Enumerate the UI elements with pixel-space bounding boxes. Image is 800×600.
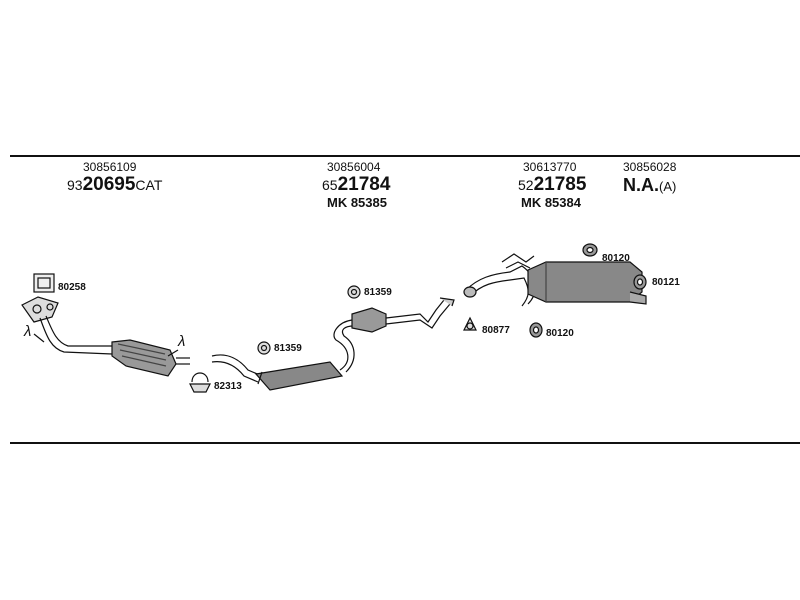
hanger-icon-a: [257, 341, 271, 355]
code-rubber-a: 80120: [602, 253, 630, 264]
part-prefix-2: 65: [322, 177, 338, 193]
part-suffix-1: CAT: [135, 177, 163, 193]
clamp-icon: [189, 372, 211, 393]
oe-number-4: 30856028: [623, 160, 677, 174]
code-hanger-a: 81359: [274, 343, 302, 354]
code-rubber-c: 80121: [652, 277, 680, 288]
rubber-icon-a: [582, 243, 598, 257]
intermediate-pipe: [211, 354, 263, 383]
centre-silencer: [351, 297, 455, 333]
na-suffix: (A): [659, 179, 677, 194]
lambda-label-1: λ: [24, 323, 32, 340]
code-ring-mid: 80877: [482, 325, 510, 336]
catalytic-converter: [111, 339, 190, 377]
middle-silencer: [254, 361, 344, 391]
rubber-icon-b: [529, 322, 543, 338]
ring-icon: [463, 316, 477, 331]
code-rubber-b: 80120: [546, 328, 574, 339]
part-main-2: 21784: [337, 174, 391, 195]
part-main-3: 21785: [533, 174, 587, 195]
gasket-icon: [33, 273, 55, 293]
part-prefix-1: 93: [67, 177, 83, 193]
front-flange: [21, 296, 59, 323]
mk-number-3: MK 85384: [521, 195, 581, 210]
code-hanger-b: 81359: [364, 287, 392, 298]
not-available-4: N.A.(A): [623, 176, 676, 194]
lambda-leader-1: [33, 333, 45, 343]
part-number-2: 6521784: [322, 175, 390, 194]
rear-pipe: [463, 253, 536, 307]
oe-number-2: 30856004: [327, 160, 381, 174]
na-label: N.A.: [623, 175, 659, 195]
centre-pipe: [333, 319, 355, 373]
part-number-1: 9320695CAT: [67, 175, 162, 194]
code-gasket-front: 80258: [58, 282, 86, 293]
rubber-icon-c: [633, 274, 647, 290]
lambda-leader-2: [167, 349, 179, 357]
part-main-1: 20695: [82, 174, 136, 195]
oe-number-3: 30613770: [523, 160, 577, 174]
oe-number-1: 30856109: [83, 160, 137, 174]
part-prefix-3: 52: [518, 177, 534, 193]
part-number-3: 5221785: [518, 175, 586, 194]
code-clamp-front: 82313: [214, 381, 242, 392]
hanger-icon-b: [347, 285, 361, 299]
top-rule: [10, 155, 800, 157]
bottom-rule: [10, 442, 800, 444]
front-downpipe: [39, 315, 114, 355]
lambda-label-2: λ: [178, 333, 186, 350]
mk-number-2: MK 85385: [327, 195, 387, 210]
rear-silencer: [527, 261, 647, 305]
